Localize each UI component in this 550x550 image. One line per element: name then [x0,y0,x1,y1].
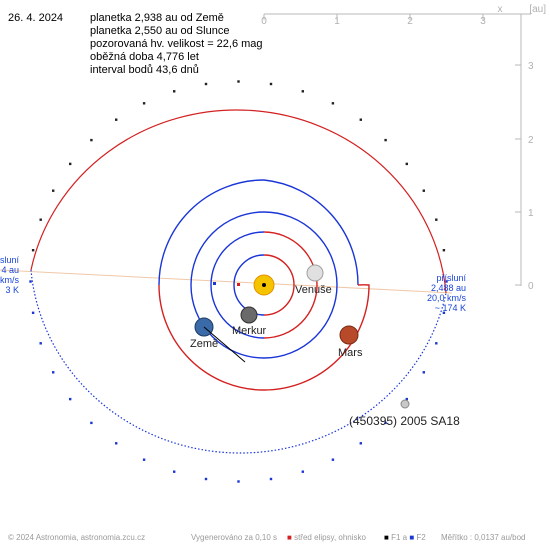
x-axis [263,13,531,20]
generation-time-text: Vygenerováno za 0,10 s [191,533,277,542]
orbit-point [445,280,448,283]
perihelion-info-right: přísluní 2,488 au 20,0 km/s ~ 174 K [427,273,466,313]
orbit-point [442,311,446,314]
orbit-point [90,421,93,425]
perihelion-distance: 4 au [1,265,19,275]
orbit-point [142,102,146,105]
perihelion-info-left: přísluní 4 au km/s 3 K [0,255,19,295]
mars-orbit [158,179,370,391]
asteroid-orbit [30,109,447,454]
x-axis-label: x [498,4,503,15]
orbit-point [173,90,176,93]
period-text: oběžná doba 4,776 let [90,51,199,63]
orbit-point [237,80,240,83]
y-tick-label: 0 [528,281,534,292]
orbit-point [435,218,438,221]
asteroid-label: (450395) 2005 SA18 [349,414,460,428]
orbit-point [173,470,176,473]
perihelion-speed: km/s [0,275,19,285]
orbit-point [359,118,362,121]
y-tick-label: 1 [528,208,534,219]
x-tick-label: 3 [480,16,486,27]
sun-distance-text: planetka 2,550 au od Slunce [90,25,230,37]
orbit-point [31,249,35,252]
info-panel: planetka 2,938 au od Země planetka 2,550… [90,12,263,77]
orbit-point [237,480,240,483]
orbit-point [39,218,42,221]
orbit-point [435,342,438,345]
earth-leader-line [203,326,246,363]
venus [306,264,324,282]
orbit-point [301,470,304,473]
orbit-point [405,397,408,401]
mercury-label: Merkur [232,325,267,337]
orbit-point [52,371,55,374]
center-marker-icon: ■ [287,533,292,542]
focus-marker-icon: ■ [384,533,389,542]
orbit-point [301,90,304,93]
orbit-point [405,162,408,166]
orbit-point [384,138,387,142]
magnitude-text: pozorovaná hv. velikost = 22,6 mag [90,38,263,50]
apsis-line [0,269,453,294]
orbit-point [331,458,335,461]
orbit-point [31,311,35,314]
perihelion-temperature: 3 K [5,285,19,295]
copyright-text: © 2024 Astronomia, astronomia.zcu.cz [8,533,146,542]
orbit-point [69,397,72,401]
y-tick-label: 2 [528,135,534,146]
perihelion-title: přísluní [436,273,466,283]
scale-text: Měřítko : 0,0137 au/bod [441,533,526,542]
perihelion-temperature: ~ 174 K [434,303,466,313]
mars-label: Mars [338,347,363,359]
focus-f2-marker-icon: ■ [409,533,415,542]
orbit-point [331,102,335,105]
orbit-point [142,458,146,461]
earth-label: Země [190,338,219,350]
orbit-point [384,421,387,425]
x-tick-label: 1 [334,16,340,27]
unit-label: [au] [529,4,546,15]
orbit-point [90,138,93,142]
x-tick-label: 0 [261,16,267,27]
ellipse-center-marker [237,283,240,286]
y-axis [515,14,522,286]
orbit-point [422,189,425,192]
x-tick-label: 2 [407,16,413,27]
y-tick-label: 3 [528,61,534,72]
orbit-point [39,342,42,345]
perihelion-title: přísluní [0,255,19,265]
orbit-point [422,371,425,374]
orbit-point [69,162,72,166]
interval-text: interval bodů 43,6 dnů [90,64,199,76]
earth-distance-text: planetka 2,938 au od Země [90,12,224,24]
venus-label: Venuše [295,284,332,296]
orbit-point [115,442,118,445]
asteroid-orbit-points [29,80,448,483]
orbit-point [269,477,273,481]
orbit-point [269,82,273,86]
legend-f2-text: F2 [416,533,426,542]
focus-marker-f2 [213,282,216,285]
sun [253,274,275,296]
orbit-point [204,82,208,86]
orbit-point [115,118,118,121]
mars [339,325,359,345]
orbit-point [359,442,362,445]
legend-f1-text: F1 a [391,533,408,542]
orbit-point [442,249,446,252]
legend-center-text: střed elipsy, ohnisko [294,533,366,542]
venus-orbit [210,231,318,339]
orbit-point [204,477,208,481]
perihelion-distance: 2,488 au [430,283,466,293]
orbit-point [29,280,32,283]
mercury [240,306,258,324]
date-label: 26. 4. 2024 [8,12,64,24]
perihelion-speed: 20,0 km/s [426,293,466,303]
legend-foci: ■ F1 a ■ F2 [384,533,426,542]
orbit-point [52,189,55,192]
legend-center: ■ střed elipsy, ohnisko [287,533,366,542]
asteroid [400,399,410,409]
